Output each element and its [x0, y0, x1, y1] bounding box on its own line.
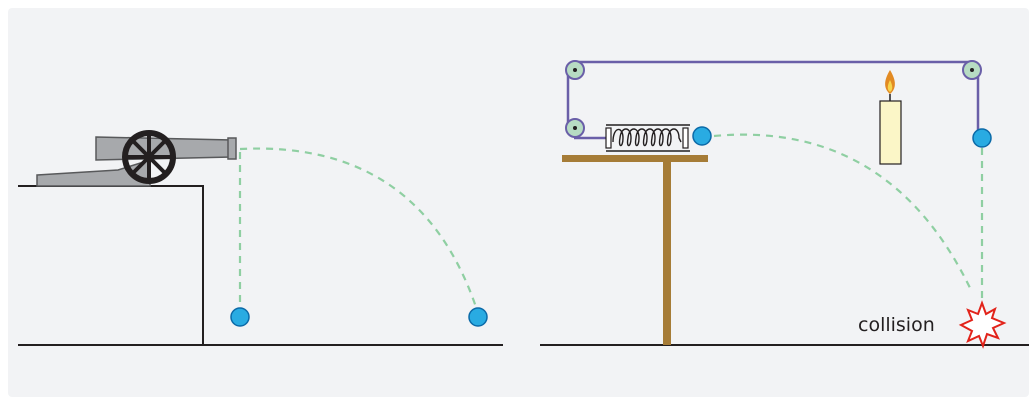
projectile-trajectory — [239, 147, 479, 311]
hanging-ball-icon — [972, 128, 992, 148]
table-leg — [663, 162, 671, 345]
pulley-top-right-icon — [962, 60, 982, 80]
right-scene: collision — [540, 60, 1029, 349]
panel-background — [8, 8, 1029, 397]
left-scene — [18, 130, 503, 346]
starburst-icon — [958, 300, 1007, 349]
collision-label: collision — [858, 314, 935, 336]
fired-ball-icon — [468, 307, 488, 327]
launched-ball-icon — [692, 126, 712, 146]
spring-icon — [605, 124, 690, 152]
cannon-icon — [36, 130, 237, 187]
spring-coil — [612, 128, 682, 147]
cannon-wheel-icon — [122, 130, 176, 184]
launched-ball-trajectory — [713, 133, 973, 293]
candle-body — [879, 100, 902, 165]
dropped-ball-icon — [230, 307, 250, 327]
pulley-top-left-icon — [565, 60, 585, 80]
pulley-bottom-left-icon — [565, 118, 585, 138]
table-top — [562, 155, 708, 162]
candle-icon — [879, 70, 902, 165]
table — [562, 155, 708, 345]
cannon-muzzle — [227, 137, 237, 160]
